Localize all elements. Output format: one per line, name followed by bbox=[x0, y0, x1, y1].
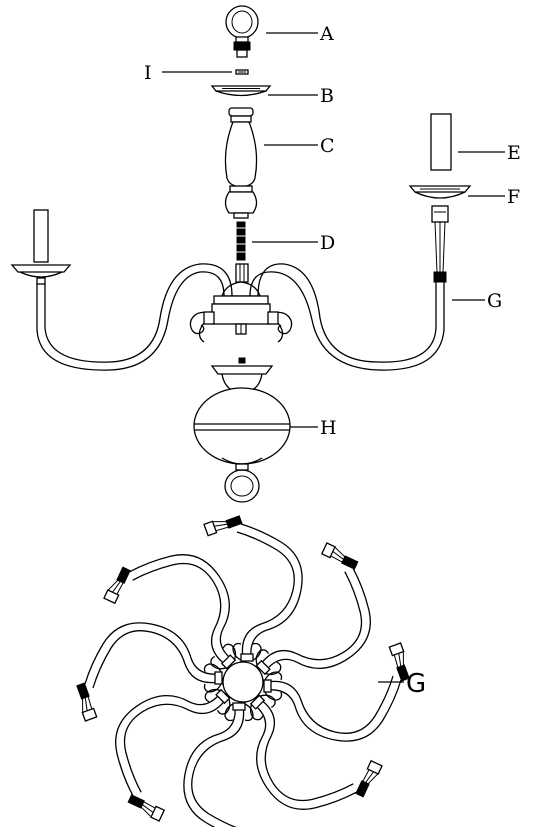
top-view-hub bbox=[222, 661, 264, 703]
label-a: A bbox=[319, 23, 334, 45]
side-view: A I B C E F D G H bbox=[10, 5, 521, 503]
part-e-candle-sleeve bbox=[430, 113, 452, 171]
scroll-bracket-left bbox=[189, 311, 215, 343]
label-d: D bbox=[320, 232, 335, 254]
leader-lines bbox=[162, 32, 505, 428]
label-g-side: G bbox=[487, 290, 502, 312]
label-i: I bbox=[144, 62, 152, 84]
part-b-cap bbox=[210, 85, 272, 97]
center-hub bbox=[211, 263, 271, 335]
label-b: B bbox=[320, 85, 334, 107]
label-e: E bbox=[507, 142, 521, 164]
right-arm-assembly bbox=[249, 205, 449, 371]
left-arm-assembly bbox=[10, 209, 233, 371]
top-view: G bbox=[76, 515, 426, 827]
label-h: H bbox=[320, 417, 337, 439]
part-d-threaded-rod bbox=[235, 221, 247, 261]
part-f-bobeche bbox=[408, 185, 472, 199]
part-i-nut bbox=[235, 69, 249, 75]
scroll-bracket-right bbox=[267, 311, 293, 343]
label-f: F bbox=[507, 186, 520, 208]
part-c-column bbox=[224, 107, 258, 219]
part-a-hanging-loop bbox=[225, 5, 259, 58]
part-h-ball-finial bbox=[193, 357, 291, 503]
label-g-top: G bbox=[406, 669, 426, 699]
label-c: C bbox=[320, 135, 335, 157]
